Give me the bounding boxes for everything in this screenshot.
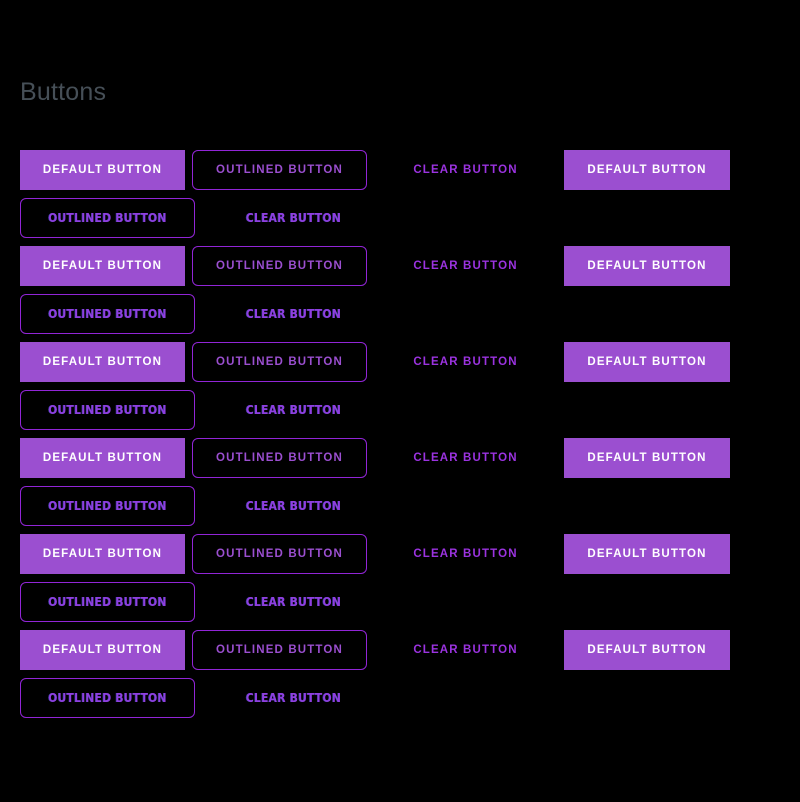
default-button[interactable]: DEFAULT BUTTON [564,534,730,574]
outlined-button[interactable]: OUTLINED BUTTON [20,678,195,718]
button-slot: DEFAULT BUTTON [20,630,185,670]
outlined-button[interactable]: OUTLINED BUTTON [20,582,195,622]
clear-button[interactable]: CLEAR BUTTON [230,294,357,334]
button-row: OUTLINED BUTTON CLEAR BUTTON [20,390,780,430]
button-row: OUTLINED BUTTON CLEAR BUTTON [20,486,780,526]
button-row: OUTLINED BUTTON CLEAR BUTTON [20,198,780,238]
button-slot: DEFAULT BUTTON [564,438,730,478]
default-button[interactable]: DEFAULT BUTTON [564,246,730,286]
button-slot: OUTLINED BUTTON [20,678,195,718]
button-slot: CLEAR BUTTON [402,246,529,286]
default-button[interactable]: DEFAULT BUTTON [20,246,185,286]
button-slot: DEFAULT BUTTON [564,534,730,574]
clear-button[interactable]: CLEAR BUTTON [230,198,357,238]
button-slot: CLEAR BUTTON [230,390,357,430]
default-button[interactable]: DEFAULT BUTTON [564,438,730,478]
button-slot: OUTLINED BUTTON [192,150,367,190]
clear-button[interactable]: CLEAR BUTTON [230,678,357,718]
clear-button[interactable]: CLEAR BUTTON [230,486,357,526]
button-slot: CLEAR BUTTON [402,150,529,190]
button-slot: OUTLINED BUTTON [192,438,367,478]
default-button[interactable]: DEFAULT BUTTON [20,342,185,382]
outlined-button[interactable]: OUTLINED BUTTON [20,486,195,526]
button-slot: DEFAULT BUTTON [20,438,185,478]
clear-button[interactable]: CLEAR BUTTON [402,534,529,574]
button-slot: CLEAR BUTTON [402,342,529,382]
button-slot: CLEAR BUTTON [230,294,357,334]
button-slot: DEFAULT BUTTON [20,342,185,382]
clear-button[interactable]: CLEAR BUTTON [230,390,357,430]
outlined-button[interactable]: OUTLINED BUTTON [192,342,367,382]
button-row: OUTLINED BUTTON CLEAR BUTTON [20,678,780,718]
default-button[interactable]: DEFAULT BUTTON [20,150,185,190]
button-slot: DEFAULT BUTTON [564,630,730,670]
button-row: OUTLINED BUTTON CLEAR BUTTON [20,582,780,622]
button-slot: OUTLINED BUTTON [20,486,195,526]
button-slot: DEFAULT BUTTON [20,246,185,286]
outlined-button[interactable]: OUTLINED BUTTON [192,630,367,670]
button-slot: DEFAULT BUTTON [20,150,185,190]
outlined-button[interactable]: OUTLINED BUTTON [192,534,367,574]
outlined-button[interactable]: OUTLINED BUTTON [20,198,195,238]
outlined-button[interactable]: OUTLINED BUTTON [192,438,367,478]
button-slot: OUTLINED BUTTON [20,582,195,622]
clear-button[interactable]: CLEAR BUTTON [402,630,529,670]
button-slot: OUTLINED BUTTON [20,294,195,334]
button-slot: DEFAULT BUTTON [20,534,185,574]
outlined-button[interactable]: OUTLINED BUTTON [192,246,367,286]
button-slot: DEFAULT BUTTON [564,342,730,382]
clear-button[interactable]: CLEAR BUTTON [402,246,529,286]
default-button[interactable]: DEFAULT BUTTON [564,630,730,670]
button-slot: CLEAR BUTTON [230,486,357,526]
button-slot: DEFAULT BUTTON [564,150,730,190]
button-row: OUTLINED BUTTON CLEAR BUTTON [20,294,780,334]
button-slot: CLEAR BUTTON [230,678,357,718]
default-button[interactable]: DEFAULT BUTTON [20,438,185,478]
default-button[interactable]: DEFAULT BUTTON [564,342,730,382]
button-slot: CLEAR BUTTON [402,438,529,478]
button-slot: CLEAR BUTTON [402,534,529,574]
outlined-button[interactable]: OUTLINED BUTTON [20,294,195,334]
clear-button[interactable]: CLEAR BUTTON [402,438,529,478]
default-button[interactable]: DEFAULT BUTTON [20,630,185,670]
button-slot: OUTLINED BUTTON [192,534,367,574]
button-slot: CLEAR BUTTON [230,198,357,238]
clear-button[interactable]: CLEAR BUTTON [402,342,529,382]
page-title: Buttons [20,78,107,106]
default-button[interactable]: DEFAULT BUTTON [564,150,730,190]
button-slot: OUTLINED BUTTON [192,342,367,382]
clear-button[interactable]: CLEAR BUTTON [402,150,529,190]
button-slot: DEFAULT BUTTON [564,246,730,286]
button-slot: CLEAR BUTTON [230,582,357,622]
clear-button[interactable]: CLEAR BUTTON [230,582,357,622]
default-button[interactable]: DEFAULT BUTTON [20,534,185,574]
button-slot: OUTLINED BUTTON [192,246,367,286]
outlined-button[interactable]: OUTLINED BUTTON [192,150,367,190]
button-slot: OUTLINED BUTTON [20,390,195,430]
button-slot: OUTLINED BUTTON [192,630,367,670]
button-slot: OUTLINED BUTTON [20,198,195,238]
outlined-button[interactable]: OUTLINED BUTTON [20,390,195,430]
button-slot: CLEAR BUTTON [402,630,529,670]
